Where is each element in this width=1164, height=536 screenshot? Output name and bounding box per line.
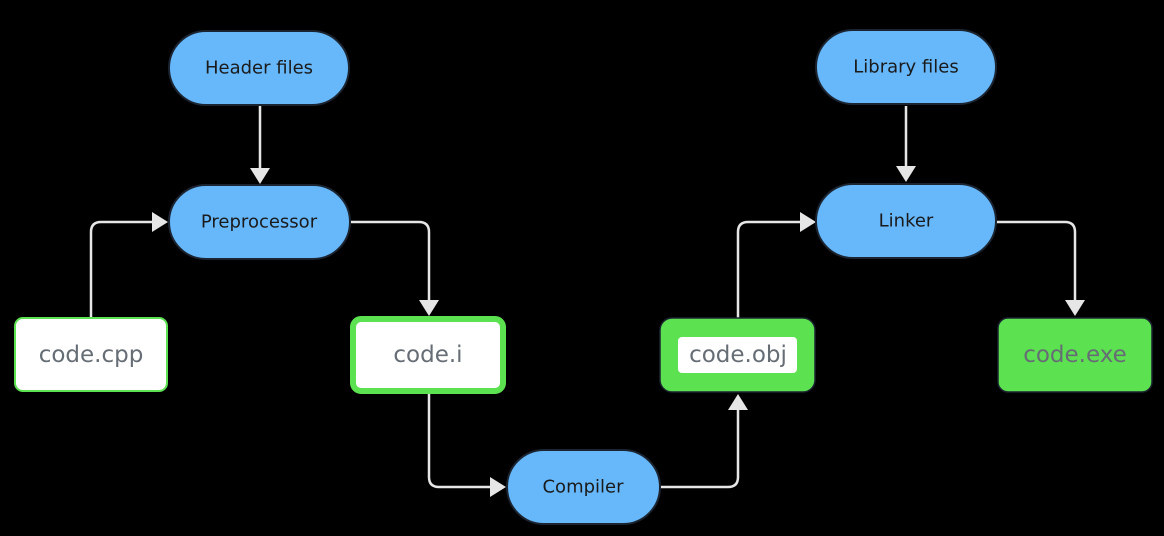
arrowhead — [250, 168, 270, 184]
arrowhead — [419, 300, 439, 316]
node-preprocessor: Preprocessor — [168, 184, 351, 260]
arrowhead — [800, 212, 816, 232]
node-library-files: Library files — [815, 29, 997, 105]
connector-cpp-to-preprocessor — [89, 220, 154, 317]
node-header-files: Header files — [168, 30, 350, 106]
node-compiler-label: Compiler — [542, 477, 624, 498]
connectors — [89, 106, 1085, 497]
node-linker: Linker — [815, 183, 997, 259]
node-library-files-label: Library files — [853, 57, 958, 78]
arrowhead — [1065, 300, 1085, 316]
node-linker-label: Linker — [879, 211, 934, 232]
file-code-i-label: code.i — [393, 342, 462, 368]
file-code-exe-label: code.exe — [1023, 342, 1127, 368]
arrowhead — [896, 166, 916, 182]
connector-compiler-to-code-obj — [660, 408, 740, 489]
file-code-cpp-label: code.cpp — [39, 342, 144, 368]
arrowhead — [490, 477, 506, 497]
file-code-i: code.i — [350, 316, 506, 394]
arrowhead — [728, 394, 748, 410]
connector-code-obj-to-linker — [736, 220, 802, 318]
node-header-files-label: Header files — [205, 58, 313, 79]
node-preprocessor-label: Preprocessor — [201, 212, 318, 233]
file-code-cpp: code.cpp — [14, 317, 168, 392]
file-code-obj: code.obj — [659, 317, 816, 393]
connector-linker-to-code-exe — [996, 220, 1077, 302]
file-code-obj-label: code.obj — [689, 342, 787, 368]
node-compiler: Compiler — [506, 449, 661, 525]
file-code-exe: code.exe — [997, 317, 1153, 393]
connector-preprocessor-to-code-i — [350, 220, 431, 302]
arrowhead — [152, 212, 168, 232]
connector-code-i-to-compiler — [427, 393, 492, 489]
